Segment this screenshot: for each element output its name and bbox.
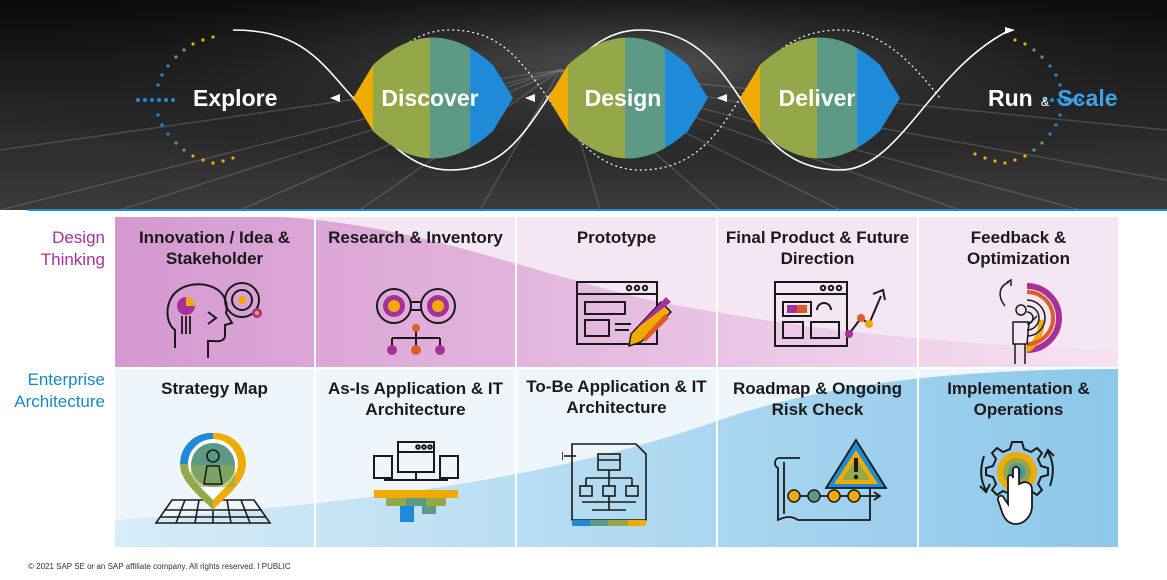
amp-label: &: [1040, 94, 1050, 109]
architecture-blueprint-icon: [562, 443, 647, 526]
cell-title-final-product: Final Product & Future Direction: [725, 228, 910, 268]
cell-title-prototype: Prototype: [576, 228, 657, 247]
cell-title-implementation: Implementation & Operations: [947, 379, 1090, 419]
cell-title-research: Research & Inventory: [328, 228, 503, 247]
cell-title-strategy-map: Strategy Map: [161, 379, 268, 398]
cell-title-roadmap: Roadmap & Ongoing Risk Check: [732, 379, 903, 419]
cell-title-to-be: To-Be Application & IT Architecture: [526, 377, 707, 417]
banner-graphic: [0, 0, 1167, 210]
phase-explore: Explore: [193, 85, 278, 111]
banner: Explore Discover Design Deliver Run&Scal…: [0, 0, 1167, 210]
gear-touch-icon: [979, 441, 1055, 525]
scale-label: Scale: [1057, 85, 1118, 111]
divider: [28, 209, 1167, 211]
phase-discover: Discover: [381, 85, 479, 111]
map-pin-icon: [154, 432, 272, 524]
roadmap-warning-icon: [774, 438, 888, 522]
dashboard-growth-icon: [774, 281, 886, 347]
row-label-enterprise-architecture: Enterprise Architecture: [14, 370, 105, 411]
phase-design: Design: [584, 85, 662, 111]
phase-run-scale: Run&Scale: [988, 85, 1118, 112]
cell-title-feedback: Feedback & Optimization: [967, 228, 1070, 268]
server-architecture-icon: [373, 441, 459, 522]
footer-copyright: © 2021 SAP SE or an SAP affiliate compan…: [28, 562, 291, 571]
run-label: Run: [988, 85, 1033, 111]
wireframe-pencil-icon: [576, 281, 673, 348]
cell-title-innovation: Innovation / Idea & Stakeholder: [138, 228, 291, 268]
cell-title-as-is: As-Is Application & IT Architecture: [327, 379, 504, 419]
binoculars-icon: [376, 288, 456, 355]
person-feedback-icon: [999, 278, 1062, 364]
row-label-design-thinking: Design Thinking: [40, 228, 105, 269]
head-idea-icon: [166, 282, 262, 358]
phase-deliver: Deliver: [778, 85, 856, 111]
